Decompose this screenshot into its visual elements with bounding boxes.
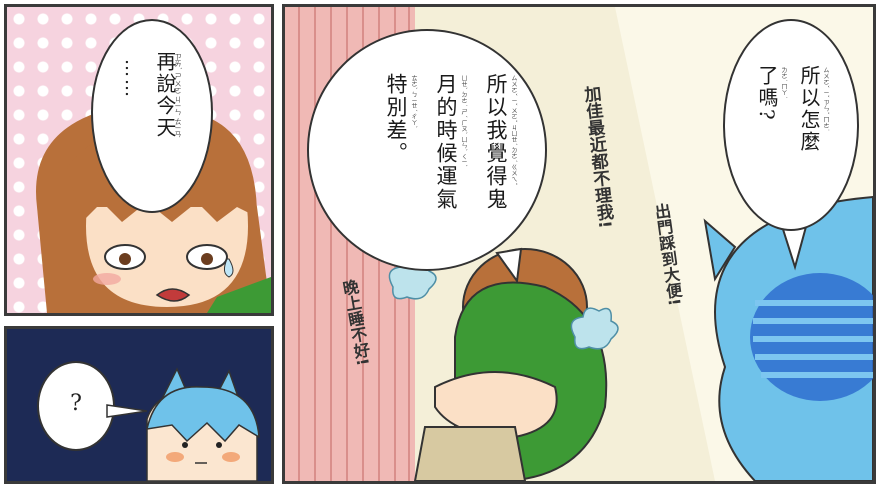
girl-face [86, 207, 248, 307]
speech-left-line3-ruby: ㄊㄜˋ ㄅㄧㄝˊ ㄔㄚˋ [410, 75, 417, 129]
speech-bubble-left: 所以我覺得鬼 ㄙㄨㄛˇ ㄧˇ ㄨㄛˇ ㄐㄩㄝˊ ㄉㄜˊ ㄍㄨㄟˇ 月的時候運氣 … [307, 29, 547, 271]
ghost-left-eye [182, 442, 188, 448]
panel-2: ? [4, 326, 274, 484]
speech-right-line1: 所以怎麼 [797, 65, 821, 153]
speech-right-line2: 了嗎? [755, 65, 779, 122]
ghost-character-illustration [146, 367, 260, 481]
speech-right-line2-ruby: ㄌㄜ˙ ㄇㄚ˙ [780, 67, 787, 99]
gloom-cloud-right [570, 307, 619, 350]
ghost-hair [146, 386, 260, 443]
girl-right-pupil [201, 253, 213, 265]
speech-right-line1-ruby: ㄙㄨㄛˇ ㄧˇ ㄗㄣˇ ㄇㄜ˙ [822, 67, 829, 132]
sweat-drop-icon [223, 258, 234, 278]
speech-bubble-panel1: 再說今天 ㄗㄞˋ ㄕㄨㄛ ㄐㄧㄣ ㄊㄧㄢ …… [91, 19, 213, 213]
speech-left-line1-ruby: ㄙㄨㄛˇ ㄧˇ ㄨㄛˇ ㄐㄩㄝˊ ㄉㄜˊ ㄍㄨㄟˇ [510, 75, 517, 186]
panel1-ruby: ㄗㄞˋ ㄕㄨㄛ ㄐㄧㄣ ㄊㄧㄢ [174, 53, 182, 138]
ghost-left-blush [166, 452, 184, 462]
girl-left-pupil [119, 253, 131, 265]
speech-left-line2: 月的時候運氣 [434, 73, 458, 211]
girl-mouth [155, 288, 191, 302]
question-bubble: ? [37, 361, 115, 451]
panel1-dialogue: 再說今天 [153, 51, 177, 139]
speech-bubble-right: 所以怎麼 ㄙㄨㄛˇ ㄧˇ ㄗㄣˇ ㄇㄜ˙ 了嗎? ㄌㄜ˙ ㄇㄚ˙ [723, 19, 859, 231]
ghost-right-eye [216, 442, 222, 448]
ghost-ear-panel3 [703, 218, 737, 282]
panel-1: 再說今天 ㄗㄞˋ ㄕㄨㄛ ㄐㄧㄣ ㄊㄧㄢ …… [4, 4, 274, 316]
speech-left-tail [495, 247, 523, 284]
speech-left-line3: 特別差。 [384, 73, 408, 165]
girl-shirt [207, 277, 271, 313]
speech-left-line2-ruby: ㄩㄝˋ ㄉㄜ˙ ㄕˊ ㄏㄡˋ ㄩㄣˋ ㄑㄧˋ [460, 75, 467, 168]
panel1-ellipsis: …… [121, 59, 142, 99]
panel-3: 所以我覺得鬼 ㄙㄨㄛˇ ㄧˇ ㄨㄛˇ ㄐㄩㄝˊ ㄉㄜˊ ㄍㄨㄟˇ 月的時候運氣 … [282, 4, 876, 484]
question-bubble-tail [106, 404, 148, 418]
question-mark-text: ? [70, 391, 82, 416]
boy-legs [413, 426, 527, 481]
ghost-right-blush [222, 452, 240, 462]
speech-left-line1: 所以我覺得鬼 [484, 73, 508, 211]
girl-blush [93, 273, 121, 285]
